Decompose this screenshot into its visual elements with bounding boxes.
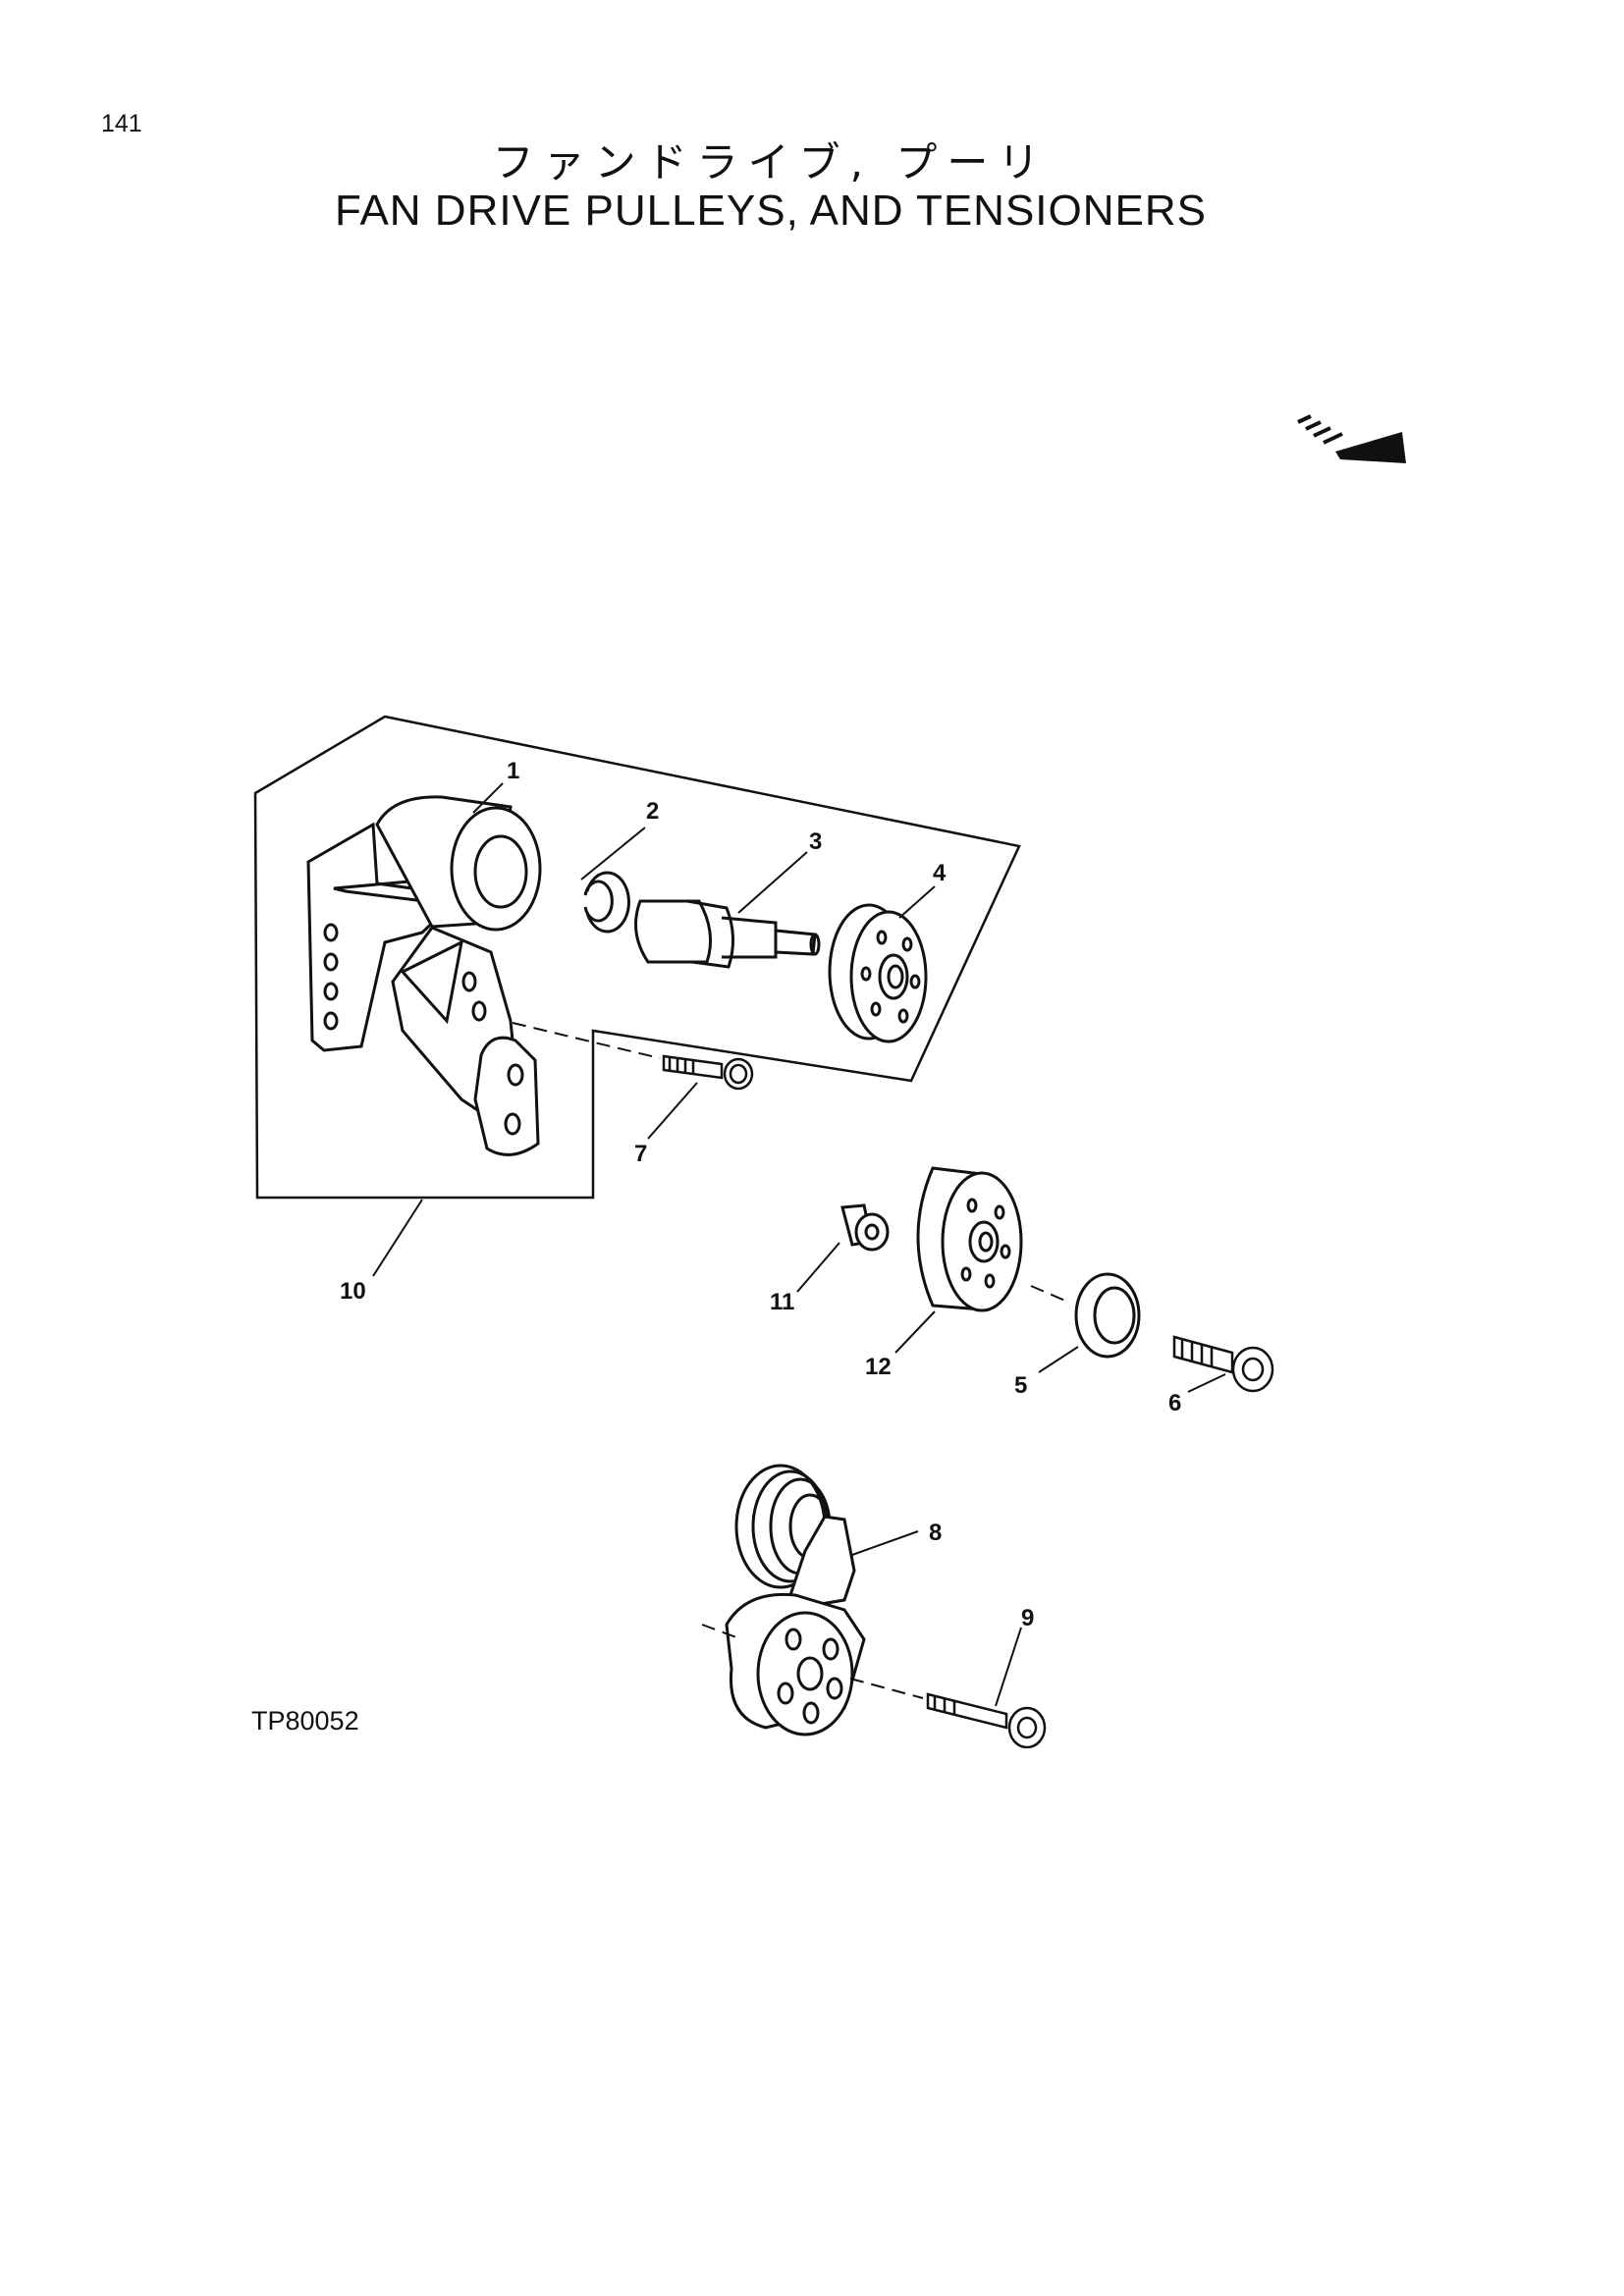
- part-bolt-upper: [662, 1054, 754, 1091]
- callout-3: 3: [809, 828, 822, 855]
- page-number: 141: [101, 110, 142, 137]
- part-spacer: [840, 1203, 890, 1252]
- part-washer: [1074, 1272, 1141, 1359]
- callout-5: 5: [1014, 1372, 1027, 1399]
- callout-11: 11: [770, 1289, 794, 1315]
- leader-lines: [372, 782, 1226, 1707]
- callout-1: 1: [507, 758, 519, 784]
- figure-code: TP80052: [251, 1706, 359, 1735]
- callout-7: 7: [634, 1141, 647, 1167]
- part-bolt-pulley: [1172, 1335, 1274, 1393]
- callout-8: 8: [929, 1520, 942, 1546]
- page-title-japanese: ファンドライブ, プーリ: [492, 138, 1050, 187]
- callout-2: 2: [646, 798, 659, 825]
- assembly-boundary-outline: [253, 715, 1021, 1200]
- part-bracket: [306, 795, 542, 1156]
- callout-10: 10: [340, 1278, 366, 1305]
- direction-arrow-icon: [1297, 414, 1406, 463]
- part-shaft: [634, 899, 821, 969]
- part-snap-ring: [583, 871, 630, 934]
- callout-6: 6: [1168, 1390, 1181, 1416]
- callout-4: 4: [933, 860, 947, 886]
- callout-9: 9: [1021, 1605, 1034, 1631]
- page-title-english: FAN DRIVE PULLEYS, AND TENSIONERS: [335, 187, 1207, 235]
- part-long-bolt: [926, 1692, 1047, 1749]
- callout-12: 12: [865, 1354, 892, 1380]
- part-belt-tensioner: [725, 1464, 866, 1736]
- part-idler-pulley: [916, 1166, 1023, 1312]
- part-pulley-hub: [828, 903, 928, 1043]
